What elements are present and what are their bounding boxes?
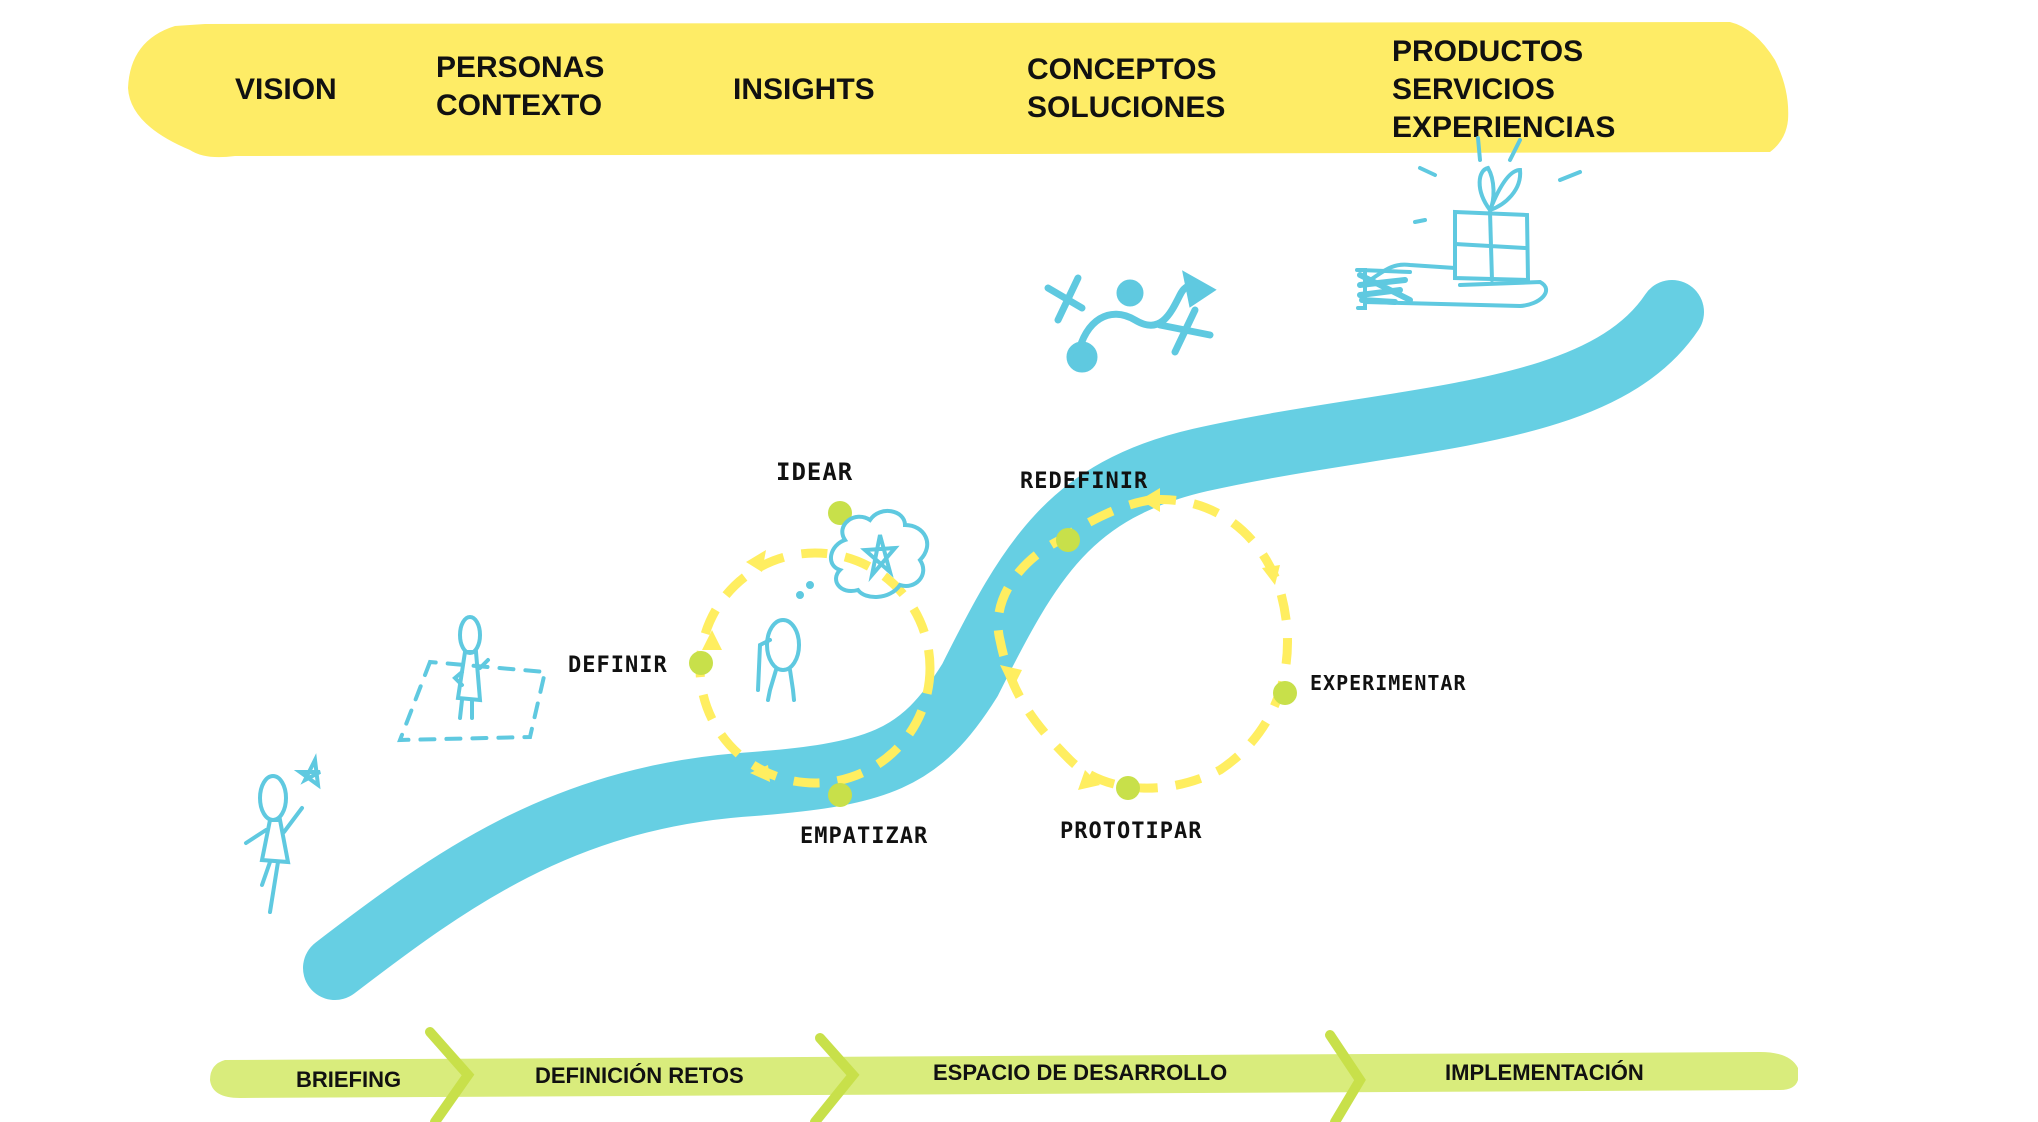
arrow-left-icon (750, 765, 770, 782)
arrow-up-icon-2 (1262, 565, 1280, 585)
person-in-frame-icon (397, 615, 548, 743)
arrow-down-right-icon (1078, 770, 1100, 790)
top-item-insights: INSIGHTS (733, 73, 875, 106)
chevron-3[interactable] (1325, 1030, 1366, 1122)
chevron-2[interactable] (810, 1033, 860, 1122)
top-item-productos: PRODUCTOS SERVICIOS EXPERIENCIAS (1392, 35, 1615, 144)
label-idear: IDEAR (776, 458, 853, 486)
loop-right (993, 488, 1292, 793)
stage-briefing[interactable]: BRIEFING (296, 1067, 401, 1092)
person-with-star-icon (244, 753, 321, 914)
label-prototipar: PROTOTIPAR (1060, 819, 1202, 844)
top-band-shape (128, 22, 1789, 158)
arrow-down-icon (1000, 665, 1022, 690)
label-definir: DEFINIR (568, 653, 668, 678)
node-dot-experimentar[interactable] (1273, 681, 1297, 705)
chevron-1[interactable] (425, 1027, 475, 1122)
loop-right-circle (993, 495, 1292, 793)
bottom-band: BRIEFING DEFINICIÓN RETOS ESPACIO DE DES… (210, 1027, 1798, 1122)
node-dot-prototipar[interactable] (1116, 776, 1140, 800)
top-item-personas-contexto: PERSONAS CONTEXTO (436, 51, 613, 122)
loop-nodes (689, 501, 1297, 807)
top-band: VISION PERSONAS CONTEXTO INSIGHTS CONCEP… (128, 22, 1789, 158)
node-dot-empatizar[interactable] (828, 783, 852, 807)
node-dot-idear[interactable] (828, 501, 852, 525)
hand-gift-icon (1355, 136, 1582, 310)
stage-espacio-desarrollo[interactable]: ESPACIO DE DESARROLLO (933, 1060, 1227, 1085)
thought-cloud-star-icon (829, 509, 930, 599)
label-experimentar: EXPERIMENTAR (1310, 671, 1467, 695)
arrow-left-icon-2 (1140, 488, 1160, 512)
thinking-person-icon (756, 581, 814, 702)
top-item-conceptos-soluciones: CONCEPTOS SOLUCIONES (1027, 53, 1225, 124)
top-item-vision: VISION (235, 73, 337, 106)
sleeve-hatch (1357, 272, 1413, 305)
arrow-up-icon (702, 630, 722, 650)
node-dot-redefinir[interactable] (1056, 528, 1080, 552)
arrow-up-right-icon (746, 550, 766, 572)
label-redefinir: REDEFINIR (1020, 469, 1148, 494)
bottom-band-shape (210, 1052, 1798, 1098)
label-empatizar: EMPATIZAR (800, 824, 928, 849)
strategy-path-icon (1044, 270, 1217, 373)
node-dot-definir[interactable] (689, 651, 713, 675)
stage-implementacion[interactable]: IMPLEMENTACIÓN (1445, 1060, 1644, 1085)
stage-definicion-retos[interactable]: DEFINICIÓN RETOS (535, 1063, 744, 1088)
river-path (303, 280, 1704, 1000)
